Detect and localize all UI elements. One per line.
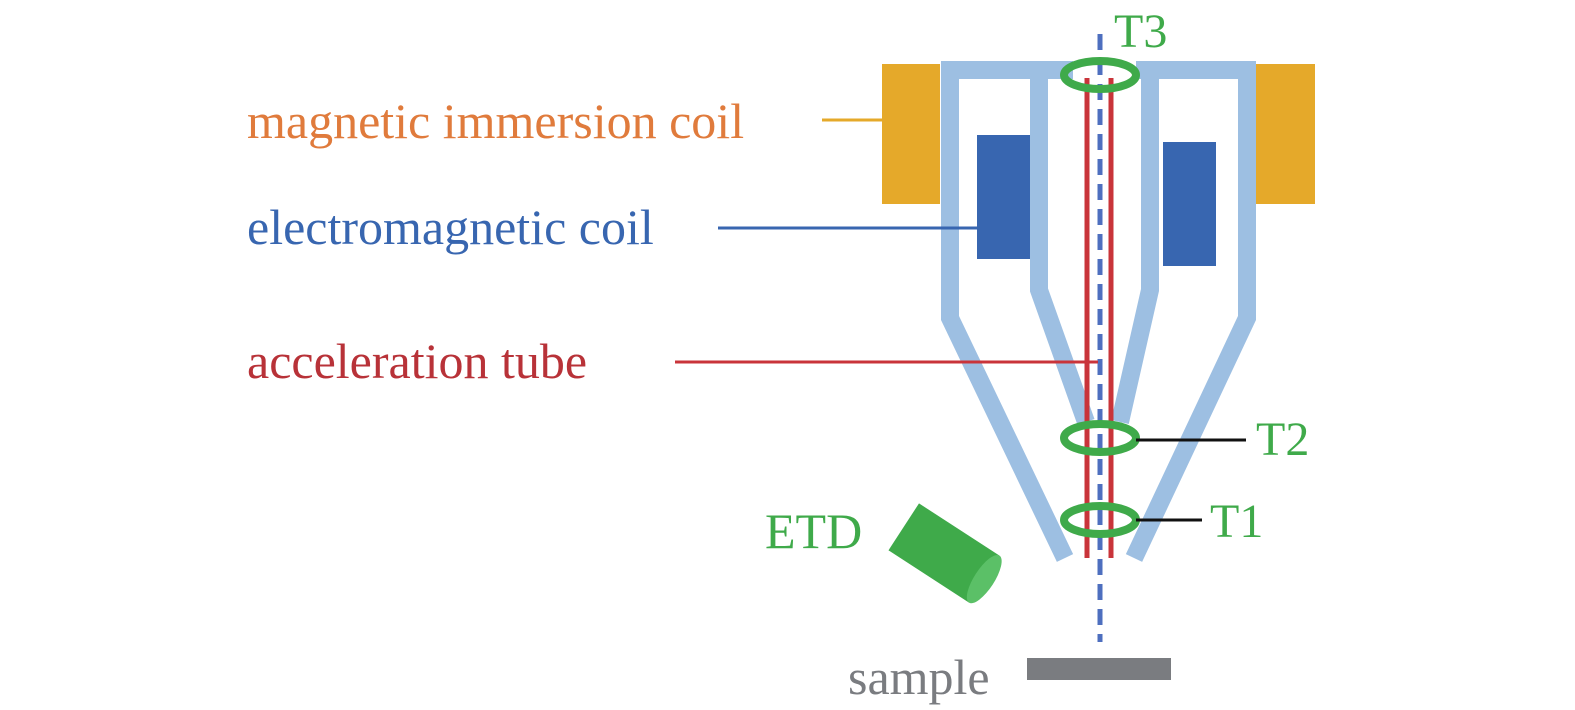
em-coil-left — [977, 135, 1030, 259]
magnetic-immersion-coil-label: magnetic immersion coil — [247, 93, 745, 149]
electromagnetic-coil-label: electromagnetic coil — [247, 199, 654, 255]
t2-label: T2 — [1256, 413, 1310, 466]
etd-detector — [888, 503, 1002, 604]
pole-piece-left — [941, 61, 1074, 562]
pole-piece-left-inner — [1030, 70, 1095, 426]
pole-piece-right — [1125, 61, 1256, 562]
acceleration-tube-label: acceleration tube — [247, 333, 588, 389]
immersion-coil-right — [1255, 64, 1315, 204]
t3-label: T3 — [1114, 5, 1168, 58]
sample-label: sample — [848, 649, 990, 705]
immersion-coil-left — [882, 64, 940, 204]
etd-label: ETD — [765, 503, 863, 559]
pole-piece-right-inner — [1111, 70, 1159, 424]
sample-plate — [1027, 658, 1171, 680]
t3-detector — [1060, 57, 1140, 93]
t1-label: T1 — [1210, 495, 1264, 548]
t2-detector — [1060, 420, 1140, 456]
pole-piece — [941, 61, 1256, 562]
em-coil-right — [1163, 142, 1216, 266]
